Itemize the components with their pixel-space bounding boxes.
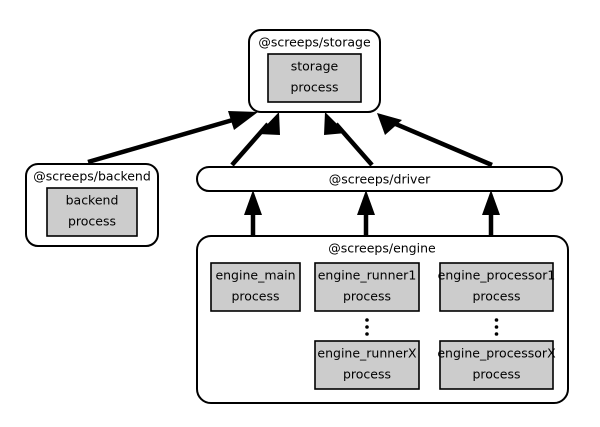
process-engine-runner1-line1: engine_runner1 [318, 268, 417, 283]
arrow-driver-to-storage-left [230, 112, 280, 167]
process-engine-runner1-line2: process [343, 289, 391, 304]
package-engine[interactable]: @screeps/engine engine_main process engi… [196, 235, 569, 404]
vertical-ellipsis-icon-processor [494, 318, 499, 336]
package-driver-label: @screeps/driver [329, 172, 431, 187]
vertical-ellipsis-icon-runner [365, 318, 369, 336]
process-backend-line2: process [68, 214, 116, 229]
arrow-backend-to-storage [87, 111, 258, 165]
arrow-engine-to-driver-middle [357, 190, 375, 236]
process-storage-line1: storage [291, 59, 339, 74]
package-backend[interactable]: @screeps/backend backend process [25, 163, 159, 247]
process-engine-runnerx-line1: engine_runnerX [317, 346, 417, 361]
process-storage[interactable]: storage process [267, 53, 362, 103]
arrow-driver-to-storage-right [377, 113, 493, 168]
package-storage-label: @screeps/storage [258, 35, 371, 50]
process-engine-main-line2: process [231, 289, 279, 304]
package-driver[interactable]: @screeps/driver [196, 166, 563, 192]
process-engine-runner1[interactable]: engine_runner1 process [314, 262, 420, 312]
process-engine-processorx-line1: engine_processorX [437, 346, 556, 361]
package-backend-label: @screeps/backend [33, 169, 151, 184]
arrow-engine-to-driver-left [244, 190, 262, 236]
process-engine-main[interactable]: engine_main process [210, 262, 301, 312]
process-engine-processorx-line2: process [472, 367, 520, 382]
process-engine-processorx[interactable]: engine_processorX process [437, 340, 556, 390]
arrow-engine-to-driver-right [482, 190, 500, 236]
process-engine-runnerx-line2: process [343, 367, 391, 382]
process-engine-processor1-line2: process [472, 289, 520, 304]
process-storage-line2: process [290, 80, 338, 95]
process-backend-line1: backend [66, 193, 119, 208]
process-engine-runnerx[interactable]: engine_runnerX process [314, 340, 420, 390]
process-engine-processor1-line1: engine_processor1 [438, 268, 556, 283]
process-backend[interactable]: backend process [46, 187, 138, 237]
process-engine-main-line1: engine_main [215, 268, 295, 283]
process-engine-processor1[interactable]: engine_processor1 process [438, 262, 556, 312]
package-storage[interactable]: @screeps/storage storage process [248, 29, 381, 113]
arrow-driver-to-storage-middle [324, 112, 374, 167]
package-engine-label: @screeps/engine [328, 241, 436, 256]
